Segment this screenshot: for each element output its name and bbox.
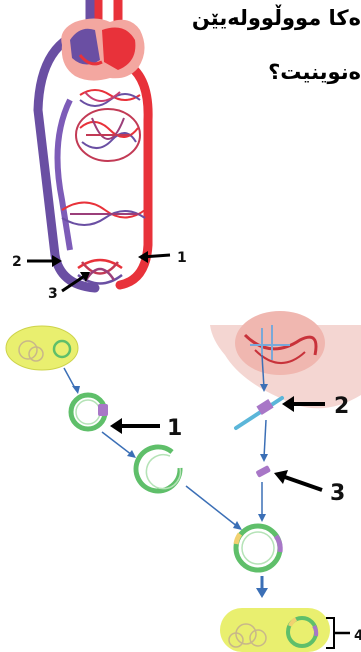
circulation-label-2: 2: [12, 254, 22, 270]
plasmid-opened: [136, 447, 180, 491]
circulation-label-3: 3: [48, 286, 58, 302]
dna-label-1: 1: [167, 416, 182, 441]
vein-inner-vessel: [58, 100, 71, 250]
dna-label-4: 4: [354, 628, 361, 644]
capillary-bed-bottom: [78, 260, 122, 284]
plasmid-cut: [71, 395, 108, 429]
bacterium-recombinant: 4: [220, 608, 361, 652]
capillary-bed-lower: [62, 203, 145, 226]
dna-label-2: 2: [334, 394, 349, 419]
circulatory-system-diagram: 1 2 3: [12, 0, 187, 302]
bacterium-source: [6, 326, 78, 370]
dna-label-arrow-3: 3: [274, 470, 345, 506]
flow-arrow-4: [264, 420, 266, 458]
capillary-bed-middle: [76, 109, 140, 161]
cell-nucleus-vessels: [235, 311, 325, 375]
dna-label-arrow-1: 1: [110, 416, 182, 441]
heart: [61, 19, 144, 81]
dna-label-3: 3: [330, 481, 345, 506]
recombinant-dna-diagram: 4 1 2 3: [6, 311, 361, 652]
circulation-label-1: 1: [177, 250, 187, 266]
flow-arrow-3: [186, 486, 238, 527]
recombinant-plasmid: [236, 526, 280, 570]
down-arrow: [256, 576, 268, 598]
flow-arrow-2: [102, 432, 132, 455]
gene-fragment: [255, 465, 271, 478]
dna-fragment-cut: [236, 398, 282, 428]
capillary-bed-upper: [80, 90, 140, 106]
